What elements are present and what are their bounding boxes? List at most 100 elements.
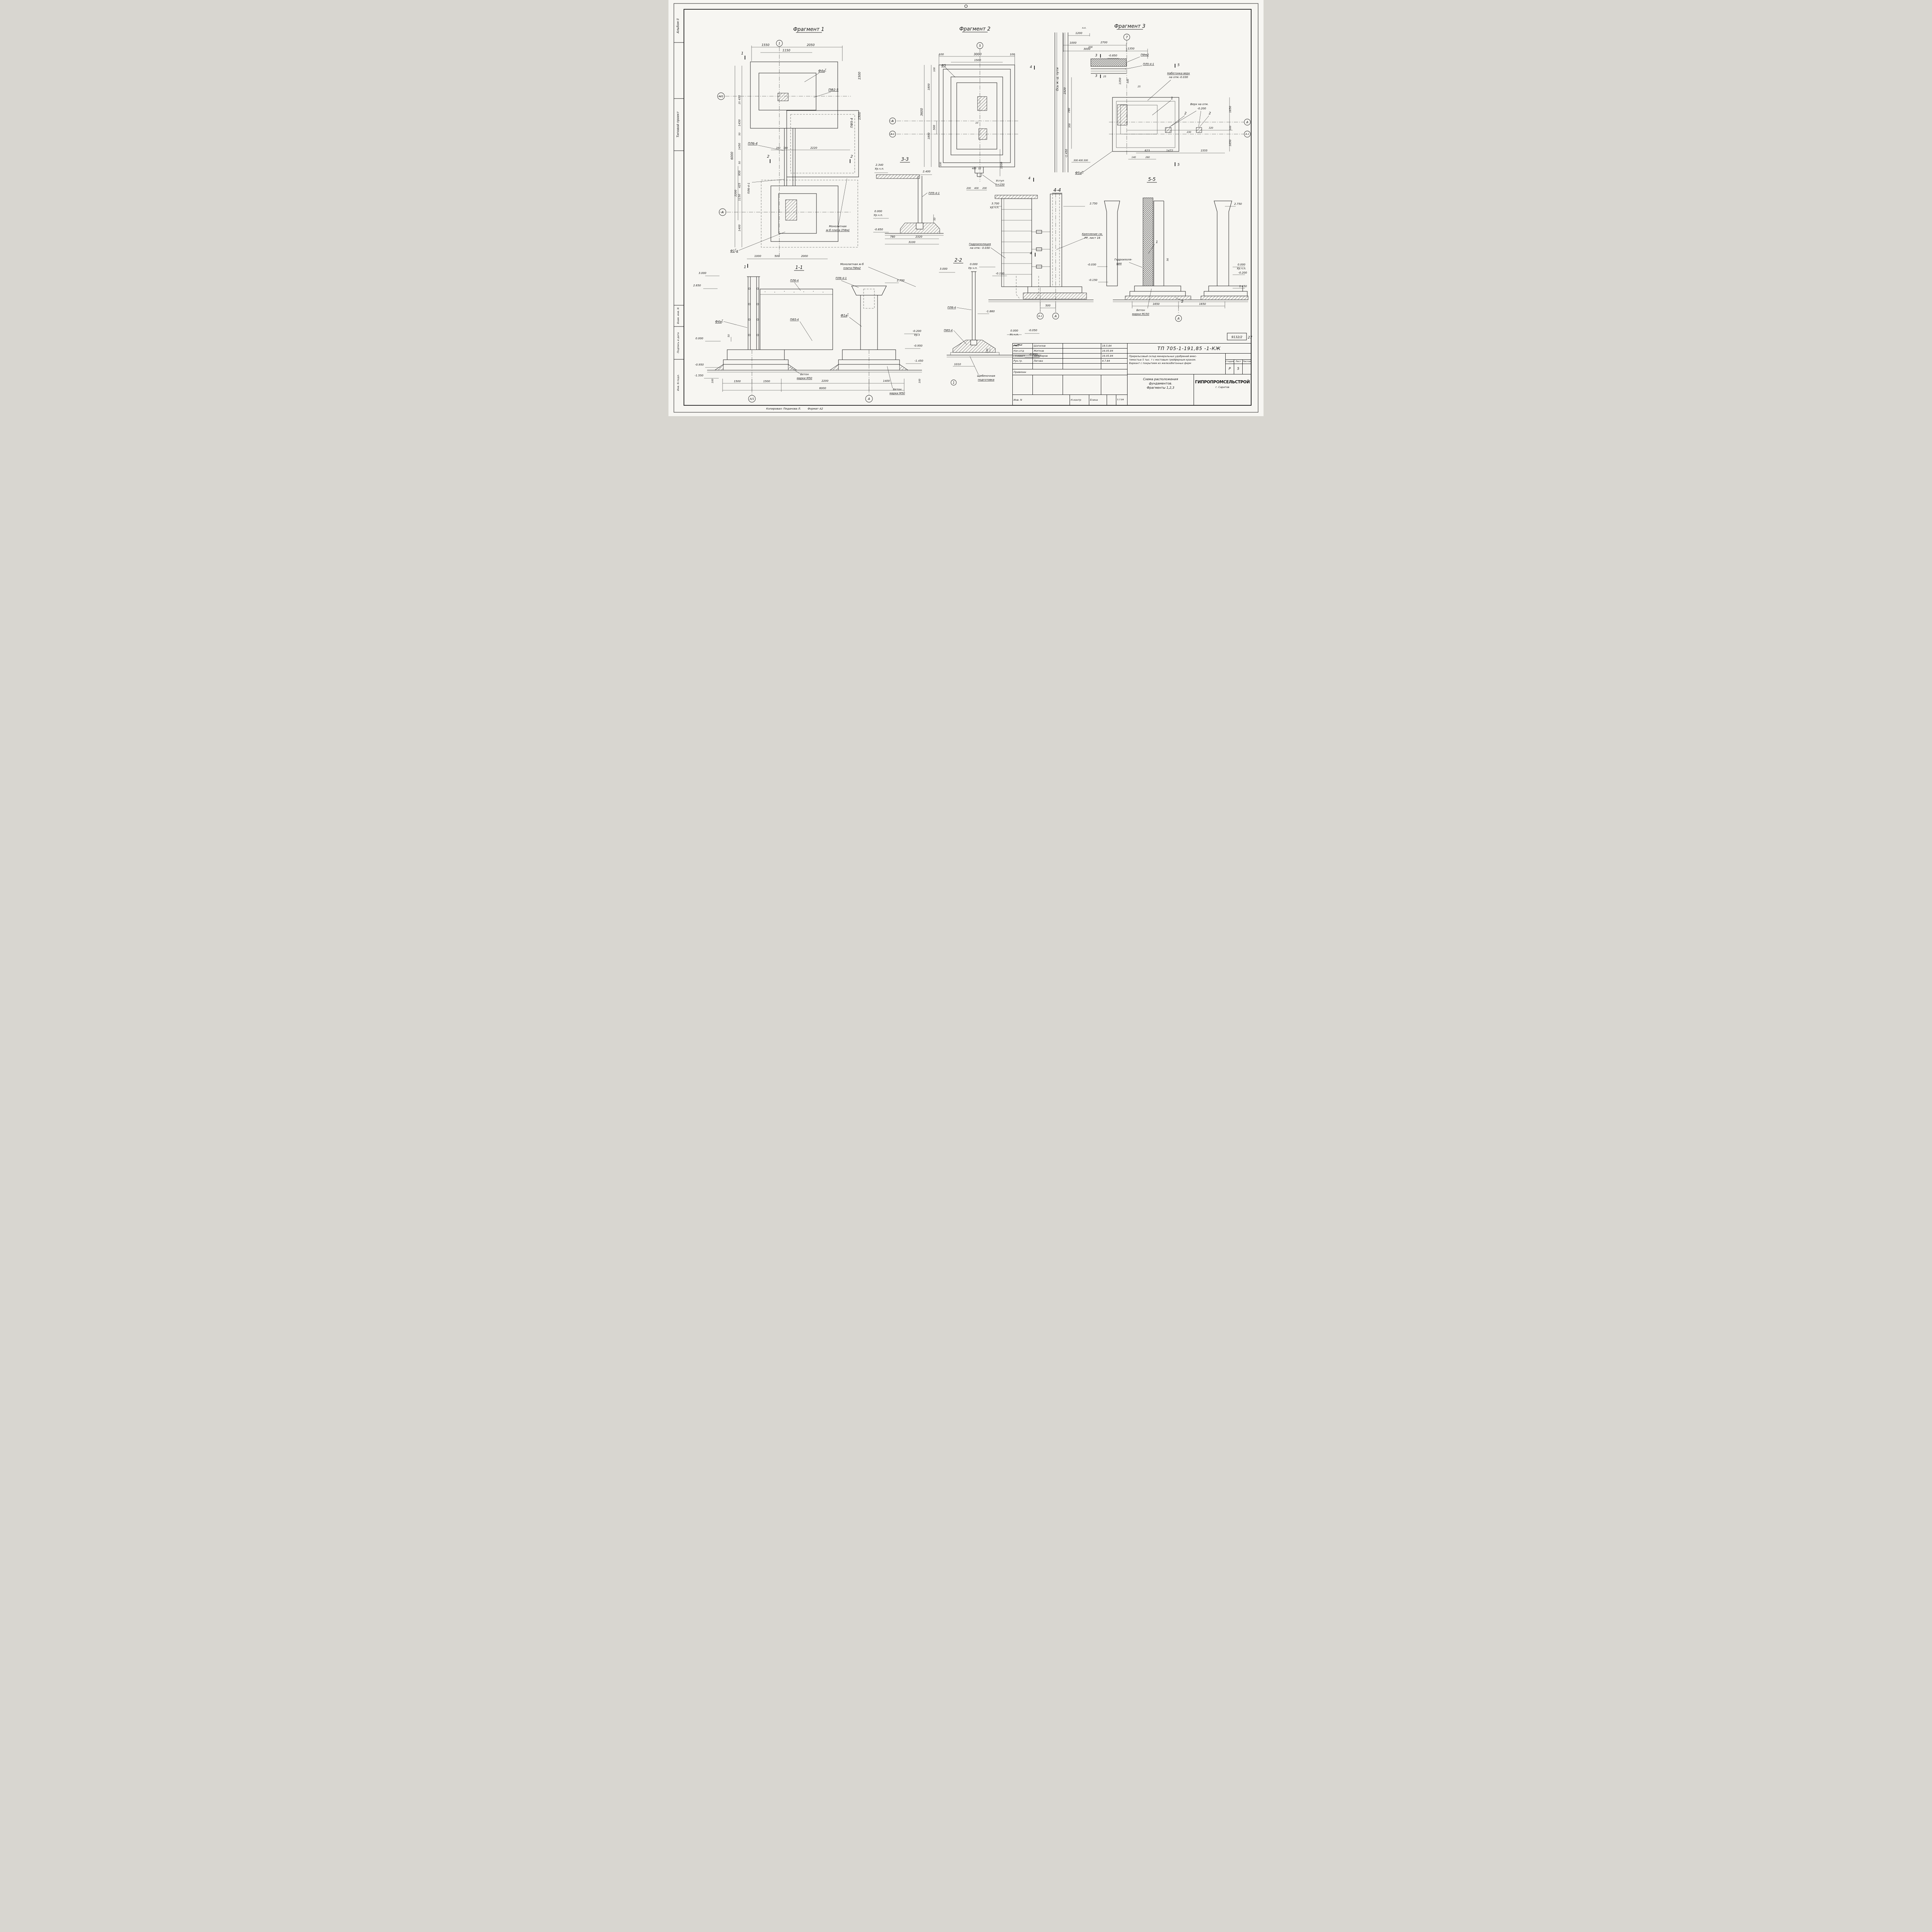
foundation-hatch bbox=[1023, 293, 1087, 299]
signature-row: Рук.гр. Легова 4.7.84 bbox=[1013, 344, 1127, 364]
annotation: 2320 bbox=[915, 235, 922, 238]
annotation: Бетон bbox=[893, 388, 901, 391]
axis-mark bbox=[951, 379, 957, 386]
annotation: Ур.ч.п. bbox=[968, 267, 978, 270]
column-shaft bbox=[860, 295, 878, 350]
section-5-5-title: 5-5 bbox=[1148, 177, 1156, 182]
axis-label: A bbox=[1054, 315, 1056, 318]
annotation: 1350 bbox=[1128, 47, 1134, 50]
annotation: 0.000 bbox=[696, 337, 704, 340]
annotation: Бетон bbox=[1136, 309, 1145, 312]
signature-cell bbox=[1013, 344, 1101, 363]
annotation: 230 bbox=[1187, 131, 1191, 134]
dimension-lines bbox=[953, 349, 990, 367]
level-lines bbox=[873, 172, 932, 233]
annotation: ПЛ6-4 bbox=[748, 142, 757, 145]
annotation: 500 bbox=[1229, 126, 1232, 130]
date-cell: 5.7.84 bbox=[1117, 399, 1124, 401]
annotation: 1472 bbox=[1166, 149, 1173, 152]
annotation: 100 bbox=[918, 379, 921, 383]
margin-label-album: Альбом II bbox=[676, 18, 680, 34]
annotation: ПЛ5-4-1 bbox=[1143, 63, 1154, 66]
annotation: 6000 bbox=[730, 152, 734, 160]
section-5-5: 2.750Гидроизоля-ция-0.030-0.1501560.000У… bbox=[1087, 197, 1248, 322]
leader-lines bbox=[990, 237, 1086, 259]
annotation: 2200 bbox=[734, 190, 737, 197]
signature-row: ГНП Шатилов 18.5.84 bbox=[1013, 344, 1127, 349]
annotation: 4 bbox=[1030, 252, 1032, 255]
annotation: 2220 bbox=[810, 146, 817, 150]
annotation: 320 bbox=[1209, 127, 1213, 129]
axis-mark bbox=[976, 42, 983, 49]
section-cut-marks bbox=[1033, 178, 1036, 257]
annotation: 1450 bbox=[738, 119, 741, 126]
annotation: 3000 bbox=[974, 53, 981, 56]
annotation: 0.000 bbox=[970, 263, 978, 266]
annotation: Монолитная bbox=[829, 225, 846, 228]
section-4-4-title: 4-4 bbox=[1053, 187, 1061, 193]
annotation: 400 bbox=[974, 187, 979, 190]
axis-mark bbox=[889, 131, 896, 138]
annotation: 1650 bbox=[1229, 139, 1232, 146]
annotation: 3000 bbox=[1083, 48, 1090, 51]
axis-mark bbox=[717, 92, 725, 100]
stage-table: Стадия Лист Листов Р 5 bbox=[1225, 354, 1251, 374]
annotation: 100 bbox=[1010, 53, 1015, 56]
annotation: 2320 bbox=[1063, 87, 1066, 94]
leader-lines bbox=[723, 267, 916, 389]
privyazan-label: Привязан bbox=[1014, 371, 1026, 374]
annotation: 500 bbox=[1127, 79, 1129, 83]
annotation: ПФ2-5 bbox=[828, 88, 838, 92]
section-2-2-title: 2-2 bbox=[954, 257, 962, 263]
empty-row bbox=[1013, 375, 1127, 395]
annotation: ПФ5-4 bbox=[790, 318, 799, 321]
annotation: 1550 bbox=[762, 43, 769, 47]
annotation: Ур.ч.п. bbox=[874, 214, 883, 217]
annotation: Уступ bbox=[996, 179, 1004, 182]
axis-mark bbox=[1244, 131, 1251, 138]
annotation: 2.340 bbox=[876, 163, 884, 167]
annotation: 1800 bbox=[927, 83, 930, 90]
column-hatch bbox=[785, 199, 797, 221]
drawing-sheet: Альбом II Типовой проект Взам. инв. N По… bbox=[668, 0, 1264, 416]
leader-lines bbox=[945, 67, 996, 185]
annotation: 1150 bbox=[738, 194, 741, 201]
annotation: 623 bbox=[1145, 149, 1150, 152]
annotation: 500 bbox=[933, 125, 936, 130]
axis-mark bbox=[1037, 313, 1044, 320]
annotation: -1.450 bbox=[1065, 149, 1068, 158]
drawing-svg: Альбом II Типовой проект Взам. инв. N По… bbox=[673, 3, 1259, 413]
stamp-number: 9132/2 bbox=[1231, 335, 1242, 339]
annotation: Ф1Та bbox=[730, 249, 738, 253]
annotation: 56 bbox=[1167, 258, 1169, 261]
annotation: -0.150 bbox=[996, 272, 1005, 275]
dimension-lines bbox=[885, 214, 939, 245]
annotation: подготовка bbox=[978, 378, 995, 381]
axis-label: 7 bbox=[1126, 36, 1128, 39]
annotation: 1500 bbox=[763, 380, 770, 383]
annotation: марки М50 bbox=[889, 392, 905, 395]
annotation: 500 bbox=[1045, 304, 1051, 307]
leader-lines bbox=[1129, 244, 1183, 309]
annotation: марки М50 bbox=[797, 377, 813, 380]
annotation: Ур.ч.п. bbox=[1237, 267, 1246, 270]
annotation: 1200 bbox=[1075, 32, 1082, 35]
annotation: h=150 bbox=[995, 183, 1005, 186]
annotation: 2700 bbox=[1100, 41, 1107, 44]
project-line: Вариант с покрытием из железобетонных фе… bbox=[1129, 362, 1191, 365]
title-block-main: ТП 705-1-191,85 -1-КЖ Прирельсовый склад… bbox=[1128, 344, 1251, 405]
annotation: 25 bbox=[1103, 75, 1106, 78]
title-block: ГНП Шатилов 18.5.84 Нач.отд Житков 16.05… bbox=[1012, 343, 1251, 405]
annotation: 2200 bbox=[821, 379, 828, 383]
concrete-wedge bbox=[899, 364, 909, 371]
axis-label: A bbox=[1246, 121, 1248, 124]
annotation: 260 bbox=[1145, 156, 1150, 159]
organization-city: г. Саратов bbox=[1215, 386, 1230, 389]
annotation: -0.150 bbox=[1088, 279, 1097, 282]
project-line: тимостью 5 тыс. т с мостовым грейферным … bbox=[1129, 359, 1196, 362]
annotation: 100 bbox=[939, 53, 944, 56]
annotation: 780 bbox=[890, 235, 895, 238]
role-cell: Нач.отд bbox=[1013, 349, 1033, 353]
